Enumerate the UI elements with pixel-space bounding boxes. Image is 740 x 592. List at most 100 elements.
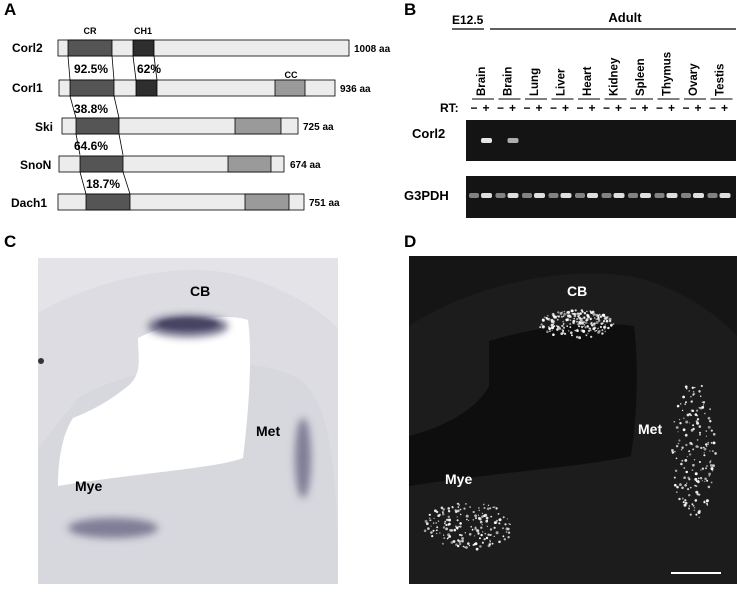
speckle (583, 324, 586, 326)
speckle (573, 312, 576, 316)
mye-stain (68, 518, 158, 538)
rt-mark: + (535, 101, 542, 115)
speckle (456, 516, 458, 518)
speckle (460, 534, 463, 537)
speckle (435, 522, 438, 524)
speckle (573, 314, 577, 318)
gel-strip-corl2 (466, 120, 736, 161)
speckle (461, 537, 464, 540)
speckle (579, 312, 582, 315)
speckle (685, 401, 687, 404)
speckle (691, 469, 694, 471)
gel-band (481, 138, 492, 143)
speckle (712, 464, 715, 468)
speckle (705, 443, 708, 446)
speckle (604, 324, 606, 326)
rt-mark: − (550, 101, 557, 115)
speckle (590, 335, 593, 338)
speckle (576, 328, 579, 331)
speckle (605, 316, 608, 319)
speckle (690, 428, 694, 432)
speckle (468, 519, 470, 522)
speckle (470, 525, 473, 528)
speckle (688, 390, 690, 392)
ch1-domain (135, 79, 158, 97)
speckle (698, 407, 700, 409)
speckle (546, 330, 549, 333)
speckle (485, 516, 489, 520)
speckle (563, 313, 566, 316)
speckle (553, 325, 556, 328)
cc-domain (234, 117, 282, 135)
speckle (700, 384, 703, 388)
lane-label: Brain (476, 67, 488, 96)
speckle (457, 544, 460, 548)
rt-mark: + (615, 101, 622, 115)
speckle (463, 507, 466, 510)
speckle (710, 429, 713, 432)
speckle (699, 433, 701, 436)
speckle (675, 426, 679, 429)
speckle (444, 520, 447, 523)
speckle (604, 330, 606, 333)
cr-domain-label: CR (84, 26, 97, 36)
speckle (707, 416, 711, 420)
speckle (479, 517, 482, 521)
speckle (699, 395, 702, 397)
speckle (486, 525, 489, 528)
speckle (593, 317, 596, 319)
speckle (561, 328, 564, 331)
speckle (452, 540, 456, 543)
speckle (680, 462, 683, 466)
speckle (551, 329, 553, 331)
speckle (571, 334, 573, 336)
speckle (456, 519, 459, 522)
speckle (688, 494, 691, 497)
speckle (689, 422, 691, 424)
speckle (448, 518, 451, 522)
speckle (563, 310, 566, 313)
speckle (498, 540, 501, 544)
gel-band (666, 193, 678, 198)
rt-mark: − (629, 101, 636, 115)
speckle (712, 433, 716, 436)
speckle (458, 542, 462, 546)
speckle (587, 332, 589, 335)
speckle (498, 522, 501, 525)
domain-diagram: CR CH1 CC Corl2 1008 aa 92.5% 62% Corl1 … (11, 26, 391, 211)
speckle (552, 333, 555, 336)
speckle (483, 514, 486, 517)
speckle (698, 425, 702, 428)
identity-corl1-ski: 38.8% (74, 102, 108, 116)
speckle (552, 323, 555, 326)
gel-band (522, 193, 532, 198)
mye-label: Mye (445, 471, 472, 487)
speckle (468, 544, 471, 547)
speckle (584, 326, 587, 329)
speckle (705, 499, 709, 503)
speckle (598, 329, 601, 333)
speckle (683, 503, 687, 507)
panel-a-letter: A (4, 0, 17, 19)
speckle (489, 540, 491, 543)
speckle (576, 318, 578, 320)
gel-band (601, 193, 612, 198)
speckle (575, 335, 579, 339)
speckle (465, 514, 469, 518)
speckle (497, 513, 500, 515)
speckle (694, 477, 698, 481)
speckle (710, 481, 713, 484)
speckle (486, 520, 488, 522)
speckle (705, 430, 708, 432)
fluorescence-image: CB Met Mye (409, 256, 737, 584)
panel-b-letter: B (404, 0, 417, 19)
speckle (711, 450, 714, 453)
speckle (458, 525, 460, 528)
speckle (556, 328, 559, 331)
speckle (453, 528, 457, 532)
speckle (506, 518, 508, 520)
speckle (689, 486, 692, 489)
speckle (605, 318, 607, 321)
gel-band (469, 193, 479, 198)
